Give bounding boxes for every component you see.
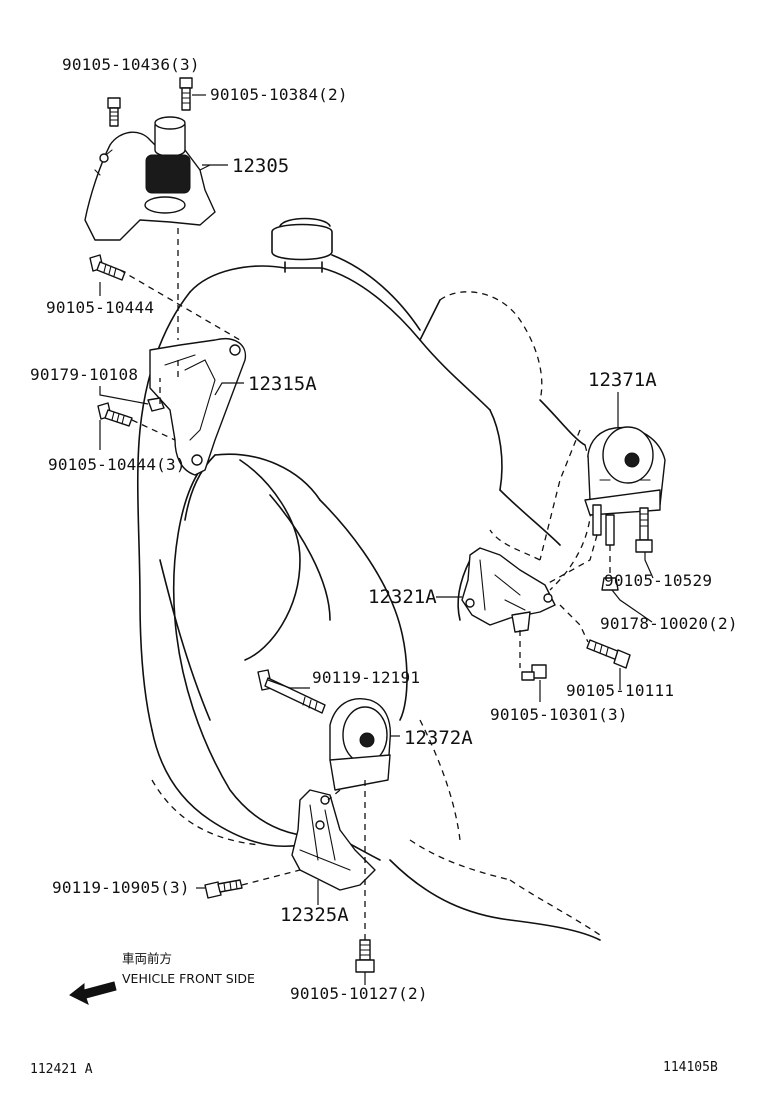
part-12305-mount — [84, 116, 216, 241]
label-12321A: 12321A — [368, 586, 437, 608]
left-arrow-icon — [69, 981, 117, 1005]
label-90119-12191: 90119-12191 — [312, 668, 420, 687]
bolt-90105-10301 — [521, 664, 547, 681]
bolt-90119-12191 — [257, 669, 326, 714]
label-90105-10384: 90105-10384(2) — [210, 85, 348, 104]
label-90119-10905: 90119-10905(3) — [52, 878, 190, 897]
bolt-90105-10111 — [586, 639, 631, 669]
label-12371A: 12371A — [588, 369, 657, 391]
lower-dashed-leaders — [241, 780, 366, 940]
part-12315A-bracket — [149, 338, 247, 476]
bolt-12371A-stud — [592, 504, 615, 546]
direction-english: VEHICLE FRONT SIDE — [122, 971, 255, 986]
part-12372A-mount — [329, 698, 392, 791]
upper-dashed-leaders — [119, 228, 241, 441]
part-12321A-bracket — [461, 547, 556, 633]
footer-left-code: 112421 A — [30, 1062, 93, 1077]
label-leader-lines — [99, 94, 654, 985]
engine-block-outline — [136, 217, 601, 941]
bolt-90105-10384 — [179, 77, 193, 111]
label-90178-10020: 90178-10020(2) — [600, 614, 738, 633]
label-90105-10444: 90105-10444 — [46, 298, 154, 317]
label-90105-10127: 90105-10127(2) — [290, 984, 428, 1003]
label-90105-10444-3: 90105-10444(3) — [48, 455, 186, 474]
bolt-90105-10444 — [89, 254, 126, 281]
label-90105-10301: 90105-10301(3) — [490, 705, 628, 724]
right-dashed-leaders — [519, 429, 611, 668]
bolt-90105-10436 — [107, 97, 121, 127]
vehicle-front-direction: 車両前方 VEHICLE FRONT SIDE — [69, 951, 255, 1005]
footer-right-code: 114105B — [663, 1060, 718, 1075]
label-90179-10108: 90179-10108 — [30, 365, 138, 384]
label-90105-10529: 90105-10529 — [604, 571, 712, 590]
part-12371A-mount — [584, 426, 666, 516]
footer: 112421 A 114105B — [30, 1060, 718, 1077]
direction-japanese: 車両前方 — [122, 951, 172, 966]
part-12325A-bracket — [291, 789, 376, 891]
label-90105-10111: 90105-10111 — [566, 681, 674, 700]
bolt-90105-10444-3 — [97, 402, 133, 427]
bolt-90105-10127 — [355, 939, 375, 973]
part-labels: 90105-10436(3) 90105-10384(2) 12305 9010… — [30, 55, 738, 1003]
bolt-90119-10905 — [204, 879, 243, 899]
label-12325A: 12325A — [280, 904, 349, 926]
nut-90178-10020 — [601, 577, 619, 591]
bolt-90105-10529 — [635, 507, 653, 553]
label-90105-10436: 90105-10436(3) — [62, 55, 200, 74]
label-12305: 12305 — [232, 155, 289, 177]
label-12315A: 12315A — [248, 373, 317, 395]
label-12372A: 12372A — [404, 727, 473, 749]
